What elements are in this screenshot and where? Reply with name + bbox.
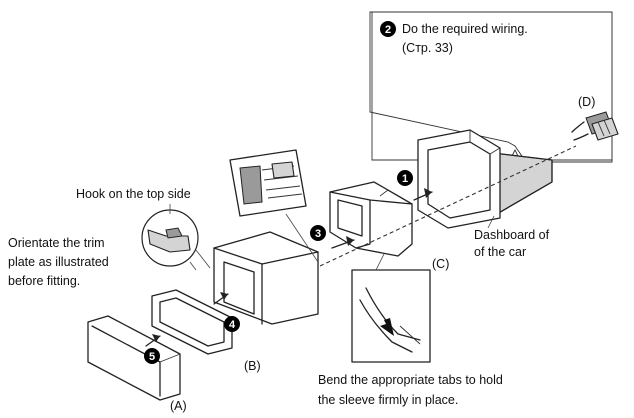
step-4-arrow [213,292,229,305]
bend-tabs-detail [351,253,431,363]
step-1-arrow [413,188,433,201]
wiring-page-reference: (Стр. 33) [402,41,453,55]
svg-text:1: 1 [402,173,408,185]
car-audio-unit [213,231,319,325]
step-5-arrow [145,334,161,347]
wiring-connector-d [571,111,619,141]
wiring-instruction-text: Do the required wiring. [402,22,528,36]
step-3-arrow [331,236,355,249]
orient-text-line1: Orientate the trim [8,236,105,250]
step-4-badge: 4 [224,316,240,332]
step-3-badge: 3 [310,225,326,241]
mounting-sleeve-c [329,181,413,257]
svg-text:4: 4 [229,319,236,331]
part-b-label: (B) [244,359,261,373]
part-d-label: (D) [578,95,595,109]
svg-text:2: 2 [385,24,391,36]
dashboard-label-line2: of the car [474,245,526,259]
svg-text:5: 5 [149,351,155,363]
faceplate-a [87,315,181,401]
hook-detail-magnifier [141,209,211,271]
dashboard-frame [417,129,553,229]
bend-text-line1: Bend the appropriate tabs to hold [318,373,503,387]
part-c-label: (C) [432,257,449,271]
assembly-axis-line [319,145,577,267]
wiring-callout-frame [369,11,613,163]
trim-plate-b [151,289,233,355]
step-2-badge: 2 [380,21,396,37]
bend-text-line2: the sleeve firmly in place. [318,393,458,407]
dashboard-label-line1: Dashboard of [474,228,550,242]
hook-label: Hook on the top side [76,187,191,201]
orient-text-line2: plate as illustrated [8,255,109,269]
rail-detail-box [229,149,319,263]
orient-text-line3: before fitting. [8,274,80,288]
step-1-badge: 1 [397,170,413,186]
step-5-badge: 5 [144,348,160,364]
dashboard-leader [487,215,495,229]
part-a-label: (A) [170,399,187,413]
svg-text:3: 3 [315,228,321,240]
